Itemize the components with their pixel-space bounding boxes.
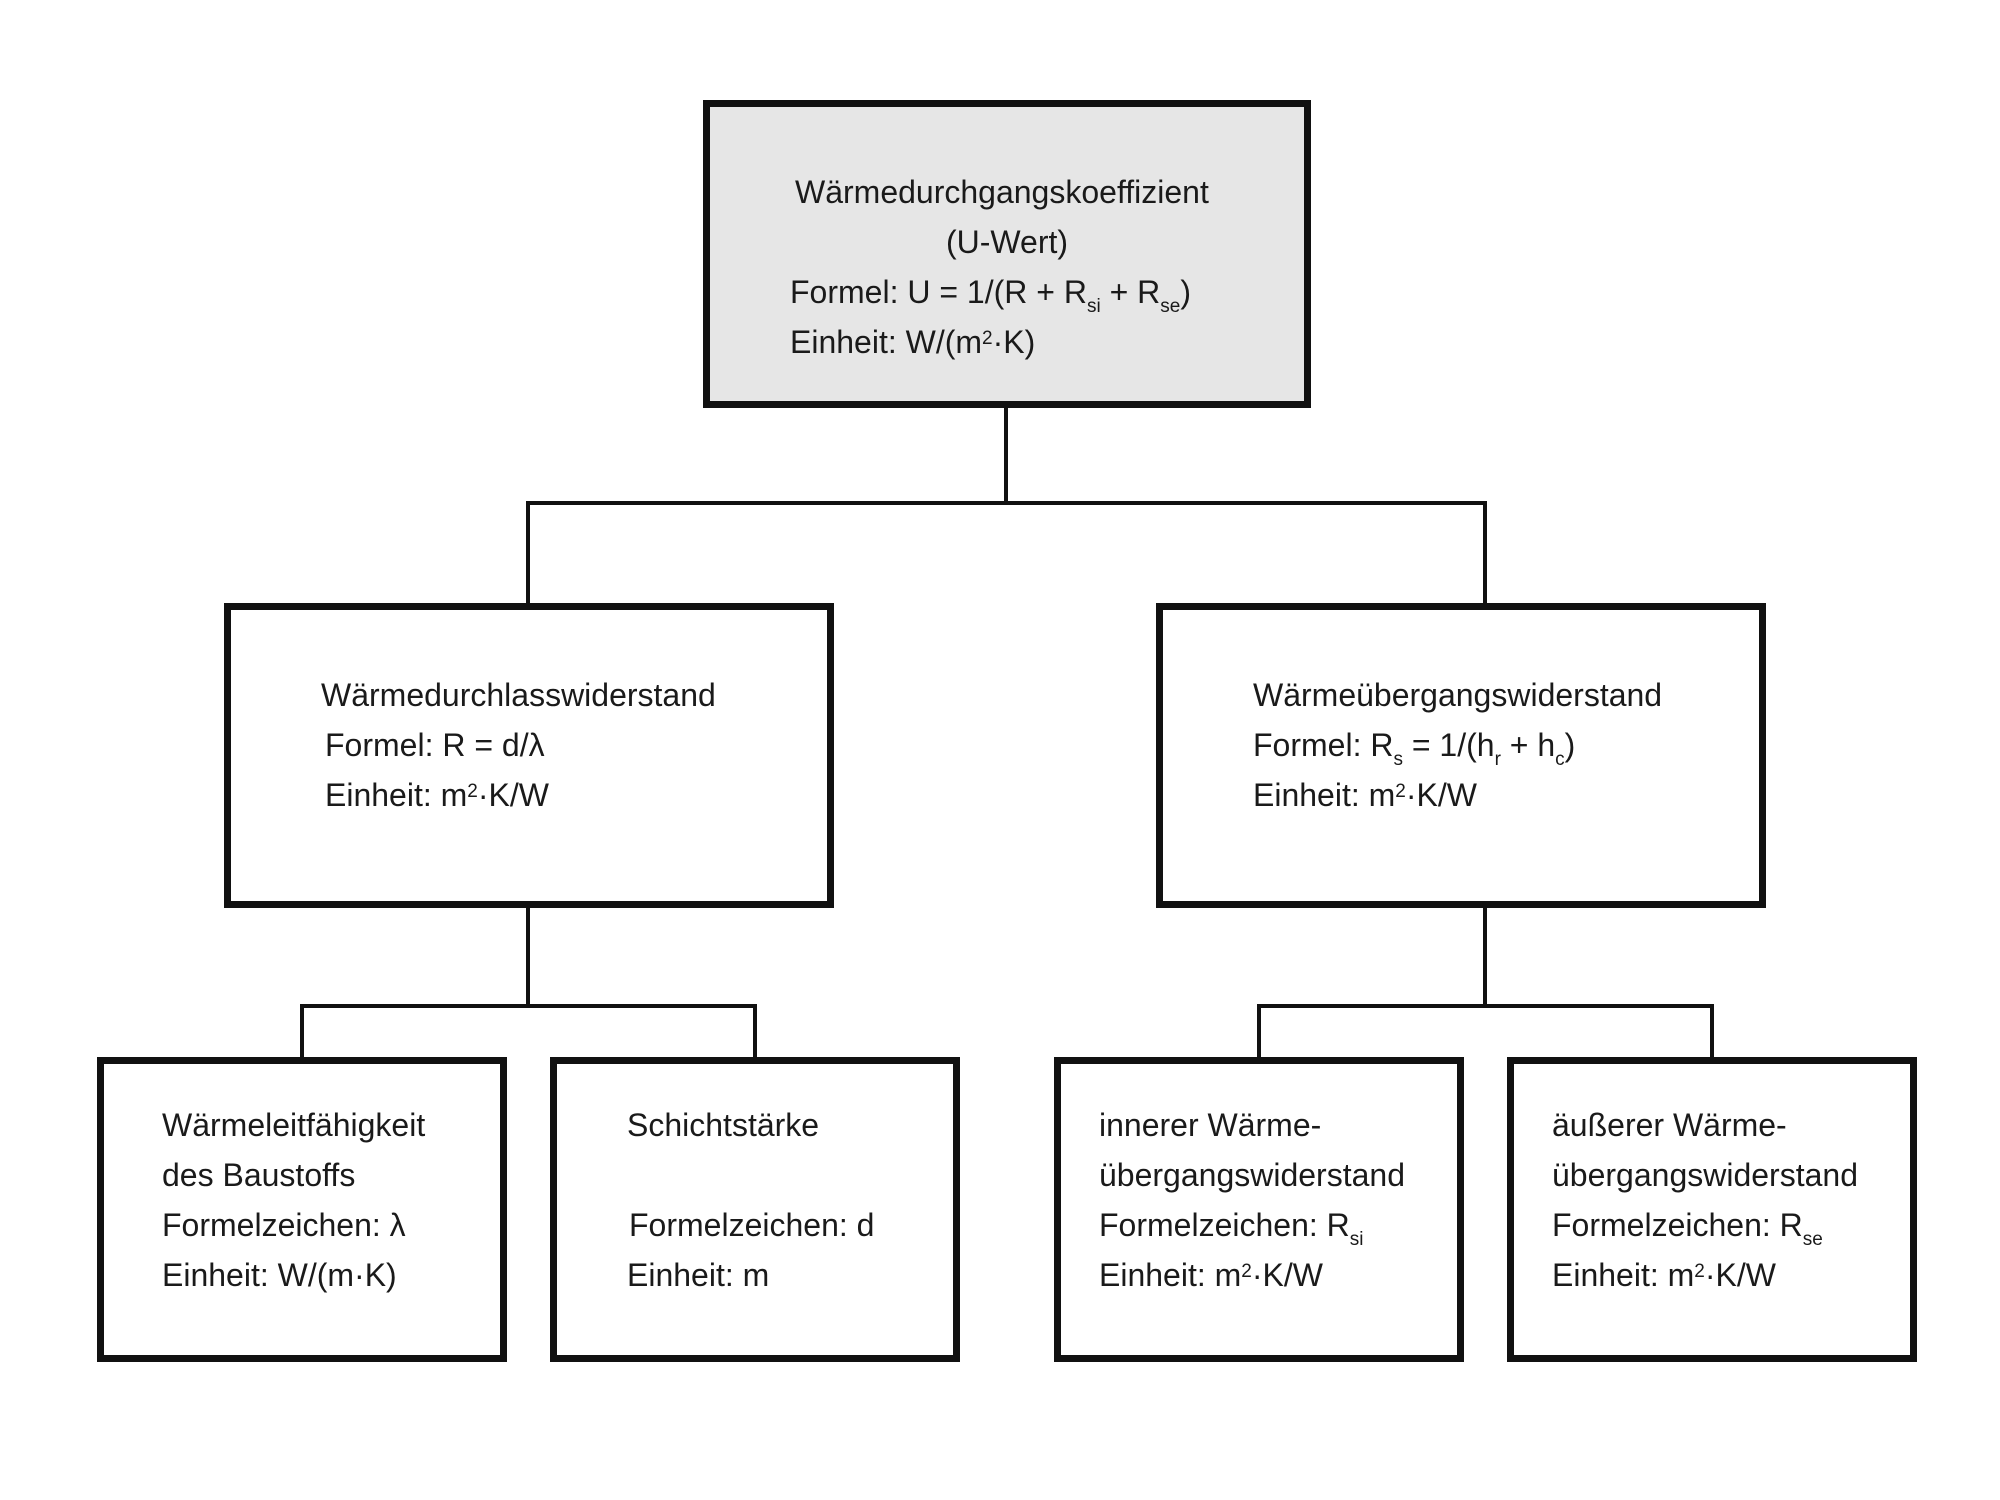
left-node-box: Wärmedurchlasswiderstand Formel: R = d/λ… xyxy=(224,603,834,908)
leaf-thickness-box: Schichtstärke Formelzeichen: d Einheit: … xyxy=(550,1057,960,1362)
leaf4-line2: übergangswiderstand xyxy=(1552,1157,1858,1193)
leaf-inner-resistance-box: innerer Wärme- übergangswiderstand Forme… xyxy=(1054,1057,1464,1362)
right-title: Wärmeübergangswiderstand xyxy=(1253,677,1663,713)
left-formula: Formel: R = d/λ xyxy=(325,727,545,763)
leaf4-symbol: Formelzeichen: Rse xyxy=(1552,1207,1823,1250)
leaf3-line1: innerer Wärme- xyxy=(1099,1107,1322,1143)
root-unit: Einheit: W/(m2·K) xyxy=(790,324,1036,360)
leaf1-unit: Einheit: W/(m·K) xyxy=(162,1257,397,1293)
leaf4-unit: Einheit: m2·K/W xyxy=(1552,1257,1776,1293)
root-formula: Formel: U = 1/(R + Rsi + Rse) xyxy=(790,274,1191,317)
right-formula: Formel: Rs = 1/(hr + hc) xyxy=(1253,727,1576,770)
root-node-box: Wärmedurchgangskoeffizient (U-Wert) Form… xyxy=(703,100,1311,408)
leaf4-line1: äußerer Wärme- xyxy=(1552,1107,1787,1143)
left-title: Wärmedurchlasswiderstand xyxy=(321,677,716,713)
leaf1-line1: Wärmeleitfähigkeit xyxy=(162,1107,426,1143)
leaf3-unit: Einheit: m2·K/W xyxy=(1099,1257,1323,1293)
right-unit: Einheit: m2·K/W xyxy=(1253,777,1477,813)
root-subtitle: (U-Wert) xyxy=(946,224,1069,260)
leaf2-symbol: Formelzeichen: d xyxy=(629,1207,875,1243)
root-title: Wärmedurchgangskoeffizient xyxy=(795,174,1209,210)
leaf1-symbol: Formelzeichen: λ xyxy=(162,1207,406,1243)
leaf2-unit: Einheit: m xyxy=(627,1257,770,1293)
left-unit: Einheit: m2·K/W xyxy=(325,777,549,813)
leaf3-line2: übergangswiderstand xyxy=(1099,1157,1405,1193)
leaf1-line2: des Baustoffs xyxy=(162,1157,356,1193)
leaf2-line1: Schichtstärke xyxy=(627,1107,820,1143)
leaf-outer-resistance-box: äußerer Wärme- übergangswiderstand Forme… xyxy=(1507,1057,1917,1362)
leaf-conductivity-box: Wärmeleitfähigkeit des Baustoffs Formelz… xyxy=(97,1057,507,1362)
leaf3-symbol: Formelzeichen: Rsi xyxy=(1099,1207,1364,1250)
right-node-box: Wärmeübergangswiderstand Formel: Rs = 1/… xyxy=(1156,603,1766,908)
